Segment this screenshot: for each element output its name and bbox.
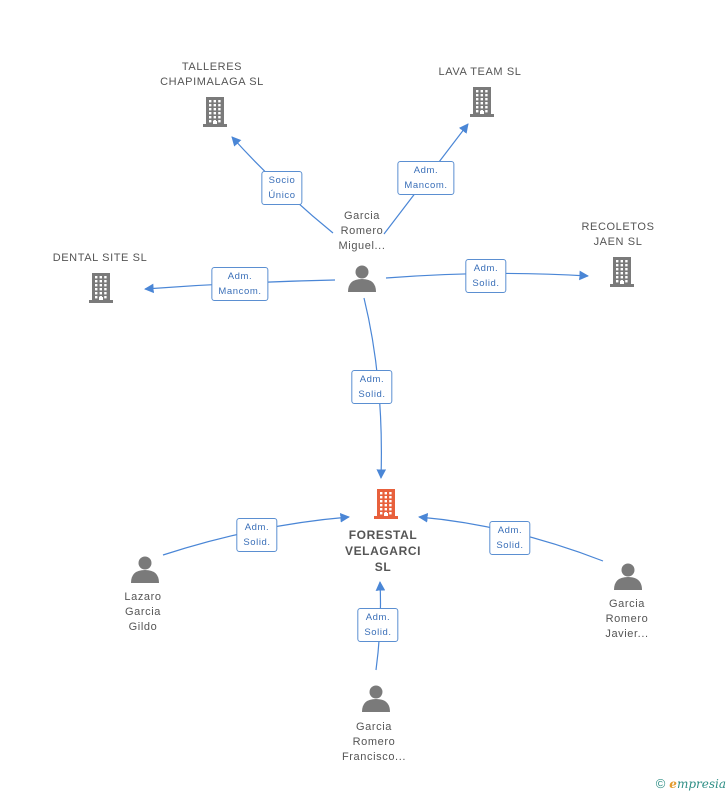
node-label-line: Romero	[352, 736, 396, 748]
edge-badge-line: Solid.	[358, 389, 386, 400]
node-label-dental[interactable]: DENTAL SITE SL	[53, 251, 148, 266]
building-icon[interactable]	[374, 489, 398, 519]
node-label-recoletos[interactable]: RECOLETOS JAEN SL	[581, 220, 654, 250]
node-label-line: Garcia	[343, 210, 380, 222]
person-icon[interactable]	[362, 685, 390, 713]
edge-badge-line: Adm.	[365, 612, 391, 623]
node-label-line: Javier...	[605, 628, 649, 640]
node-label-line: Miguel...	[338, 240, 386, 252]
edge-badge-francisco-main[interactable]: Adm. Solid.	[357, 608, 399, 642]
node-label-line: Romero	[605, 613, 649, 625]
brand-logo[interactable]: empresia	[669, 776, 726, 791]
node-label-line: Francisco...	[341, 751, 407, 763]
edge-badge-line: Adm.	[473, 263, 499, 274]
node-label-line: SL	[374, 560, 392, 574]
edge-badge-miguel-recoletos[interactable]: Adm. Solid.	[465, 259, 507, 293]
copyright-icon: ©	[655, 776, 666, 791]
node-label-talleres[interactable]: TALLERES CHAPIMALAGA SL	[160, 60, 264, 90]
node-label-line: Romero	[340, 225, 384, 237]
building-icon[interactable]	[203, 97, 227, 127]
edge-badge-line: Mancom.	[404, 180, 448, 191]
person-icon[interactable]	[348, 265, 376, 293]
edge-badge-line: Solid.	[243, 537, 271, 548]
edge-badge-line: Socio	[268, 175, 296, 186]
edge-badge-line: Adm.	[227, 271, 253, 282]
edge-badge-line: Adm.	[359, 374, 385, 385]
footer-brand: © empresia	[656, 776, 726, 791]
building-icon[interactable]	[470, 87, 494, 117]
edge-badge-line: Único	[268, 190, 296, 201]
node-label-line: FORESTAL	[348, 528, 418, 542]
node-label-line: CHAPIMALAGA SL	[160, 76, 264, 88]
edge-badge-line: Adm.	[244, 522, 270, 533]
edge-badge-line: Solid.	[364, 627, 392, 638]
edge-badge-line: Solid.	[496, 540, 524, 551]
node-label-lava[interactable]: LAVA TEAM SL	[438, 65, 521, 80]
node-label-line: Gildo	[128, 621, 158, 633]
edge-badge-miguel-dental[interactable]: Adm. Mancom.	[211, 267, 269, 301]
edge-badge-line: Adm.	[413, 165, 439, 176]
nodes-layer	[89, 87, 642, 712]
node-label-main[interactable]: FORESTAL VELAGARCI SL	[345, 527, 421, 575]
edge-badge-javier-main[interactable]: Adm. Solid.	[489, 521, 531, 555]
person-icon[interactable]	[131, 556, 159, 584]
node-label-line: JAEN SL	[593, 236, 643, 248]
edge-badge-lazaro-main[interactable]: Adm. Solid.	[236, 518, 278, 552]
node-label-line: Garcia	[609, 598, 645, 610]
node-label-line: VELAGARCI	[344, 544, 422, 558]
node-label-line: RECOLETOS	[581, 221, 655, 233]
edge-badge-line: Adm.	[497, 525, 523, 536]
building-icon[interactable]	[610, 257, 634, 287]
edge-badge-line: Mancom.	[218, 286, 262, 297]
node-label-line: TALLERES	[181, 61, 243, 73]
node-label-line: DENTAL SITE SL	[52, 252, 148, 264]
person-icon[interactable]	[614, 563, 642, 591]
node-label-line: Garcia	[124, 606, 161, 618]
node-label-line: Lazaro	[124, 591, 162, 603]
node-label-line: Garcia	[356, 721, 392, 733]
edge-badge-miguel-main[interactable]: Adm. Solid.	[351, 370, 393, 404]
building-icon[interactable]	[89, 273, 113, 303]
node-label-line: LAVA TEAM SL	[438, 66, 522, 78]
edge-badge-line: Solid.	[472, 278, 500, 289]
edge-badge-miguel-lava[interactable]: Adm. Mancom.	[397, 161, 455, 195]
